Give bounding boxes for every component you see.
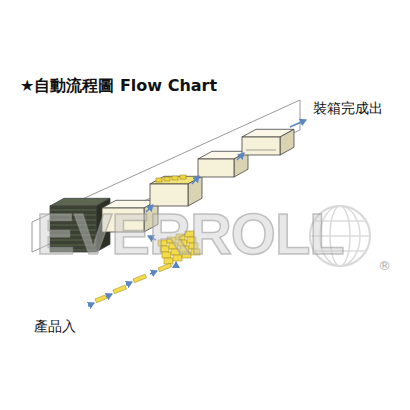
registered-mark: ® bbox=[378, 258, 391, 273]
box-front bbox=[198, 159, 234, 177]
product-in-box bbox=[180, 175, 186, 179]
output-label: 裝箱完成出 bbox=[313, 100, 383, 118]
flow-arrow bbox=[192, 176, 199, 184]
flow-arrow bbox=[106, 294, 112, 297]
box-label-line bbox=[246, 150, 276, 151]
flow-arrow bbox=[88, 303, 94, 306]
input-label: 產品入 bbox=[34, 318, 76, 336]
flow-arrow bbox=[126, 282, 132, 285]
product-in-box bbox=[164, 177, 170, 181]
product-piece bbox=[113, 285, 127, 294]
product-piece bbox=[133, 274, 147, 283]
box-side bbox=[280, 129, 294, 155]
box-front bbox=[242, 137, 280, 155]
watermark: EVERROLL bbox=[36, 200, 344, 267]
product-piece bbox=[95, 294, 109, 303]
product-in-box bbox=[156, 178, 162, 182]
chart-title: ★自動流程圖 Flow Chart bbox=[20, 76, 217, 97]
sealed-box bbox=[198, 151, 248, 177]
finished-box bbox=[242, 129, 294, 155]
flow-arrow bbox=[290, 120, 306, 127]
product-in-box bbox=[172, 176, 178, 180]
flow-arrow bbox=[150, 271, 157, 274]
flow-arrow bbox=[237, 153, 244, 160]
